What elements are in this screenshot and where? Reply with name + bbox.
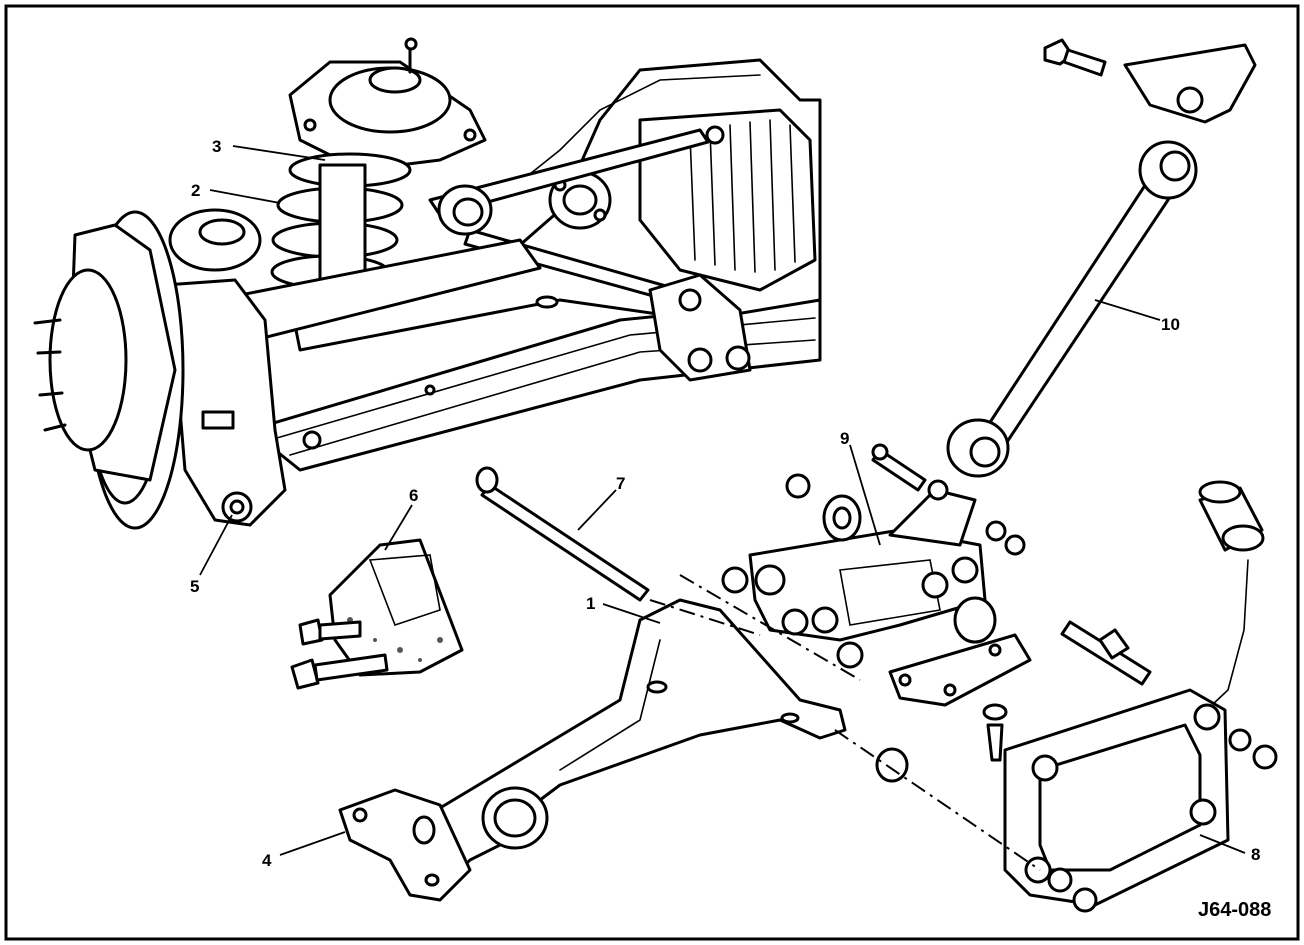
figure-frame <box>4 4 1300 941</box>
mounting-stud <box>1060 620 1152 686</box>
callout-7: 7 <box>616 474 625 493</box>
part-9-diff-mount <box>721 443 1026 669</box>
part-4-bush-bracket <box>338 788 472 902</box>
callout-2: 2 <box>191 181 200 200</box>
washer <box>875 747 909 783</box>
callout-5: 5 <box>190 577 199 596</box>
link-mounting-bolt-and-bracket <box>1043 38 1257 124</box>
brake-disc-hub <box>33 210 185 530</box>
bush-top-right <box>1198 480 1265 706</box>
spacer-plate <box>888 633 1032 707</box>
part-1-crossbeam <box>408 598 847 892</box>
coil-spring <box>270 152 412 290</box>
small-bolt-and-washer <box>982 703 1008 762</box>
assembled-rear-axle <box>33 37 822 530</box>
callout-10: 10 <box>1161 315 1180 334</box>
part-10-upper-link <box>946 140 1198 478</box>
callout-8: 8 <box>1251 845 1260 864</box>
differential-fins <box>689 119 796 273</box>
alignment-lines <box>649 574 1041 871</box>
leader-lines <box>199 145 1246 856</box>
part-6-mounting-bracket <box>290 538 464 690</box>
callout-1: 1 <box>586 594 595 613</box>
callout-9: 9 <box>840 429 849 448</box>
figure-reference-code: J64-088 <box>1198 899 1271 921</box>
callout-3: 3 <box>212 137 221 156</box>
part-7-through-bolt <box>475 466 650 602</box>
callout-4: 4 <box>262 851 272 870</box>
part-8-mounting-frame <box>1003 688 1278 913</box>
callout-6: 6 <box>409 486 418 505</box>
